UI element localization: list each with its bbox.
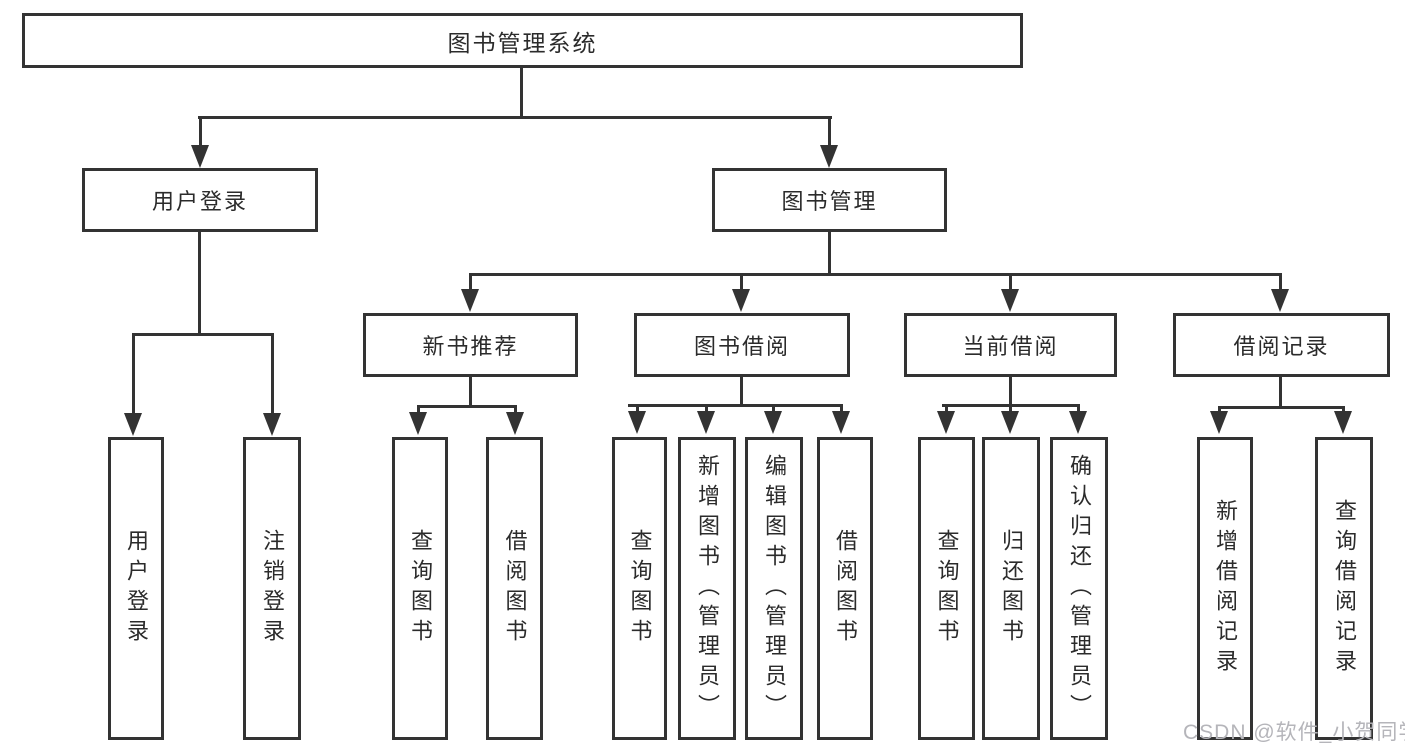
leaf-label: 确认归还（管理员） [1067,453,1092,724]
leaf-label: 查询借阅记录 [1332,498,1357,679]
leaf-borrow-books-recommend: 借阅图书 [486,437,543,740]
leaf-confirm-return-admin: 确认归还（管理员） [1050,437,1108,740]
connector-line [198,116,832,119]
connector-line [740,273,743,291]
connector-line [514,405,517,414]
connector-line [1009,377,1012,407]
arrow-down-icon [461,289,479,312]
connector-line [198,232,201,336]
arrow-down-icon [764,411,782,434]
arrow-down-icon [1271,289,1289,312]
connector-line [1342,406,1345,413]
connector-line [1077,404,1080,413]
connector-line [469,273,1282,276]
arrow-down-icon [1001,289,1019,312]
leaf-label: 借阅图书 [833,528,858,649]
arrow-down-icon [1001,411,1019,434]
leaf-return-books: 归还图书 [982,437,1040,740]
arrow-down-icon [124,413,142,436]
leaf-query-books-current: 查询图书 [918,437,975,740]
connector-line [828,232,831,276]
connector-line [628,404,843,407]
arrow-down-icon [820,145,838,168]
arrow-down-icon [263,413,281,436]
arrow-down-icon [628,411,646,434]
arrow-down-icon [1334,411,1352,434]
node-label: 图书管理 [781,189,878,214]
node-current-borrow: 当前借阅 [904,313,1117,377]
connector-line [132,333,273,336]
leaf-label: 用户登录 [124,528,149,649]
arrow-down-icon [409,412,427,435]
leaf-label: 注销登录 [260,528,285,649]
leaf-edit-books-admin: 编辑图书（管理员） [745,437,803,740]
node-book-management: 图书管理 [712,168,947,232]
connector-line [828,116,831,148]
node-borrow-records: 借阅记录 [1173,313,1390,377]
arrow-down-icon [1210,411,1228,434]
leaf-add-borrow-record: 新增借阅记录 [1197,437,1253,740]
connector-line [1218,406,1221,413]
connector-line [199,116,202,148]
connector-line [945,404,948,413]
arrow-down-icon [832,411,850,434]
connector-line [636,404,639,413]
node-book-borrow: 图书借阅 [634,313,850,377]
connector-line [417,405,517,408]
leaf-borrow-books: 借阅图书 [817,437,873,740]
node-label: 图书借阅 [693,334,790,359]
connector-line [132,333,135,414]
leaf-user-login: 用户登录 [108,437,164,740]
connector-line [1279,377,1282,409]
arrow-down-icon [937,411,955,434]
arrow-down-icon [732,289,750,312]
leaf-label: 新增图书（管理员） [695,453,720,724]
connector-line [271,333,274,414]
node-label: 用户登录 [151,189,248,214]
leaf-label: 借阅图书 [502,528,528,649]
arrow-down-icon [1069,411,1087,434]
arrow-down-icon [191,145,209,168]
connector-line [705,404,708,413]
leaf-query-books-borrow: 查询图书 [612,437,667,740]
leaf-query-books-recommend: 查询图书 [392,437,448,740]
connector-line [520,66,523,118]
node-user-login: 用户登录 [82,168,318,232]
node-label: 当前借阅 [962,334,1059,359]
arrow-down-icon [506,412,524,435]
leaf-label: 查询图书 [934,528,960,649]
connector-line [740,377,743,407]
connector-line [1218,406,1345,409]
leaf-logout-login: 注销登录 [243,437,301,740]
leaf-label: 查询图书 [408,528,433,649]
node-label: 图书管理系统 [447,29,598,56]
watermark-text: CSDN @软件_小贺同学 [1183,721,1405,744]
connector-line [1279,273,1282,291]
connector-line [1009,273,1012,291]
leaf-label: 编辑图书（管理员） [762,453,787,724]
connector-line [417,405,420,414]
node-label: 新书推荐 [422,334,519,359]
connector-line [1009,404,1012,413]
connector-line [469,377,472,408]
arrow-down-icon [697,411,715,434]
node-library-system: 图书管理系统 [22,13,1023,68]
connector-line [840,404,843,413]
leaf-label: 新增借阅记录 [1213,498,1238,679]
leaf-query-borrow-record: 查询借阅记录 [1315,437,1373,740]
leaf-label: 归还图书 [999,528,1024,649]
connector-line [469,273,472,291]
node-new-book-recommend: 新书推荐 [363,313,578,377]
leaf-add-books-admin: 新增图书（管理员） [678,437,736,740]
leaf-label: 查询图书 [627,528,653,649]
connector-line [772,404,775,413]
node-label: 借阅记录 [1233,334,1330,359]
